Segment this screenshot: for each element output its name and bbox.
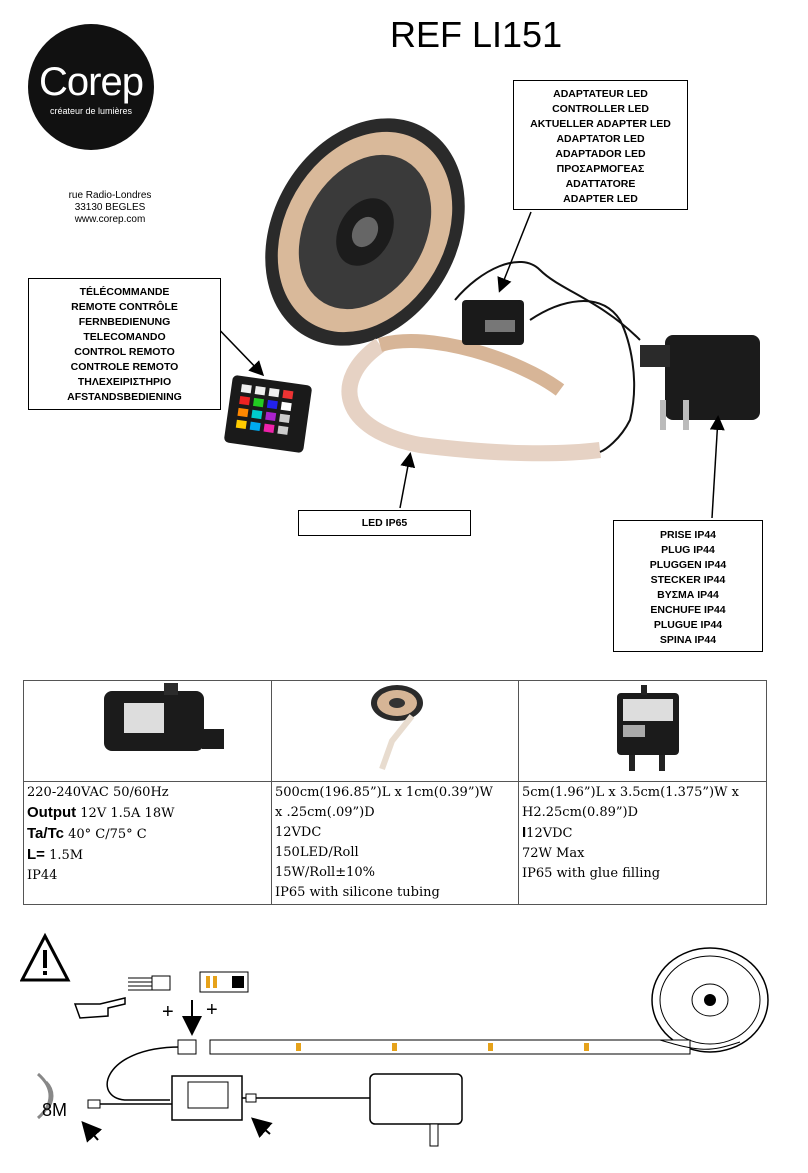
address-street: rue Radio-Londres — [68, 190, 152, 201]
ps-length: L= 1.5M — [27, 845, 268, 866]
ps-output-value: 12V 1.5A 18W — [76, 806, 175, 821]
led-label-box: LED IP65 — [298, 510, 471, 536]
adapter-arrow — [497, 211, 532, 293]
ir-receiver-icon — [87, 1099, 101, 1109]
remote-label-de: FERNBEDIENUNG — [78, 316, 171, 328]
plug-label-es: ENCHUFE IP44 — [650, 604, 726, 616]
plug-label-box: PRISE IP44 PLUG IP44 PLUGGEN IP44 STECKE… — [613, 520, 763, 652]
adapter-label-box: ADAPTATEUR LED CONTROLLER LED AKTUELLER … — [513, 80, 688, 210]
led-reel-image — [265, 118, 465, 346]
ctrl-voltage-value: 12VDC — [526, 826, 573, 841]
led-strip-image — [341, 338, 601, 462]
controller-diagram-icon — [171, 1075, 243, 1121]
remote-label-nl: AFSTANDSBEDIENING — [67, 391, 182, 403]
remote-label-es: CONTROL REMOTO — [74, 346, 175, 358]
ctrl-power: 72W Max — [522, 846, 585, 861]
ps-output: Output 12V 1.5A 18W — [27, 803, 268, 824]
distance-label: 8M — [42, 1100, 68, 1120]
remote-label-it: TELECOMANDO — [83, 331, 166, 343]
remote-label-pt: CONTROLE REMOTO — [70, 361, 179, 373]
warning-icon — [20, 932, 71, 982]
ps-tatc-label: Ta/Tc — [27, 825, 64, 842]
ps-tatc: Ta/Tc 40° C/75° C — [27, 824, 268, 845]
led-arrow — [399, 452, 416, 509]
strip-line-diagram — [209, 1039, 741, 1055]
remote-control-image — [224, 375, 312, 453]
plug-label-de: STECKER IP44 — [650, 574, 726, 586]
power-adapter-image — [640, 335, 760, 430]
plus-sign-2: + — [206, 999, 218, 1021]
strip-dim-1: 500cm(196.85”)L x 1cm(0.39”)W — [275, 785, 493, 800]
remote-label-en: REMOTE CONTRÔLE — [71, 301, 178, 313]
plug-label-fr: PRISE IP44 — [659, 529, 717, 541]
plug-label-en: PLUG IP44 — [661, 544, 715, 556]
connector-pins-icon — [128, 975, 171, 991]
controller-image-cell — [518, 680, 767, 782]
arrow-icon-1 — [81, 1120, 103, 1143]
adapter-diagram-icon — [310, 1073, 463, 1147]
page-title: REF LI151 — [390, 14, 563, 55]
remote-label-el: ΤΗΛΕΧΕΙΡΙΣΤΗΡΙΟ — [77, 376, 172, 388]
controller-box-image — [617, 685, 679, 771]
strip-image-cell — [271, 680, 519, 782]
power-supply-image-cell — [23, 680, 272, 782]
adapter-label-es: ADAPTADOR LED — [555, 148, 646, 160]
ps-length-value: 1.5M — [44, 848, 84, 863]
ps-tatc-value: 40° C/75° C — [63, 827, 147, 842]
adapter-label-it: ADATTATORE — [565, 178, 636, 190]
strip-end-icon — [199, 971, 249, 993]
specs-image-row — [23, 680, 767, 782]
ps-input: 220-240VAC 50/60Hz — [27, 785, 169, 800]
ctrl-voltage: I12VDC — [522, 823, 763, 844]
product-illustration — [207, 118, 760, 519]
adapter-label-en: CONTROLLER LED — [552, 103, 649, 115]
plug-label-nl: PLUGGEN IP44 — [649, 559, 727, 571]
plus-sign-1: + — [162, 1001, 174, 1023]
strip-voltage: 12VDC — [275, 825, 322, 840]
plug-label-el: ΒΥΣΜΑ IP44 — [657, 589, 719, 601]
ctrl-dim-2: H2.25cm(0.89”)D — [522, 805, 639, 820]
ctrl-dim-1: 5cm(1.96”)L x 3.5cm(1.375”)W x — [522, 785, 739, 800]
controller-image — [462, 300, 524, 345]
controller-specs: 5cm(1.96”)L x 3.5cm(1.375”)W x H2.25cm(0… — [518, 781, 767, 905]
plug-arrow — [709, 415, 725, 519]
strip-dim-2: x .25cm(.09”)D — [275, 805, 375, 820]
adapter-label-ro: ADAPTATOR LED — [556, 133, 645, 145]
strip-connector-icon — [177, 1039, 197, 1055]
specs-text-row: 220-240VAC 50/60Hz Output 12V 1.5A 18W T… — [23, 781, 767, 905]
remote-signal-icon — [36, 1072, 54, 1120]
strip-specs: 500cm(196.85”)L x 1cm(0.39”)W x .25cm(.0… — [271, 781, 519, 905]
logo-tagline: créateur de lumières — [49, 106, 133, 116]
strip-power: 15W/Roll±10% — [275, 865, 376, 880]
logo-brand: Corep — [39, 60, 144, 104]
power-supply-image — [104, 683, 224, 751]
ctrl-ip: IP65 with glue filling — [522, 866, 661, 881]
ps-length-label: L= — [27, 846, 45, 863]
address-website: www.corep.com — [74, 214, 146, 225]
plug-label-pt: PLUGUE IP44 — [653, 619, 723, 631]
corep-logo: Corep créateur de lumières — [28, 24, 154, 150]
ctrl-voltage-prefix: I — [522, 824, 527, 841]
strip-leds: 150LED/Roll — [275, 845, 359, 860]
ps-output-label: Output — [27, 804, 77, 821]
remote-label-box: TÉLÉCOMMANDE REMOTE CONTRÔLE FERNBEDIENU… — [28, 278, 221, 410]
strip-ip: IP65 with silicone tubing — [275, 885, 440, 900]
ps-ip: IP44 — [27, 868, 58, 883]
adapter-label-de: AKTUELLER ADAPTER LED — [530, 118, 671, 130]
remote-label-fr: TÉLÉCOMMANDE — [79, 286, 170, 298]
led-label: LED IP65 — [361, 517, 408, 529]
reel-diagram-icon — [651, 947, 769, 1053]
specs-table: 220-240VAC 50/60Hz Output 12V 1.5A 18W T… — [23, 680, 767, 905]
plug-label-it: SPINA IP44 — [659, 634, 717, 646]
arrow-icon-2 — [250, 1117, 273, 1139]
address-city: 33130 BEGLES — [74, 202, 146, 213]
strip-reel-image — [371, 685, 423, 771]
adapter-label-el: ΠΡΟΣΑΡΜΟΓΕΑΣ — [556, 163, 645, 175]
adapter-label-fr: ADAPTATEUR LED — [553, 88, 648, 100]
wiring-diagram: + + — [20, 932, 769, 1147]
company-address: rue Radio-Londres 33130 BEGLES www.corep… — [40, 190, 180, 226]
power-supply-specs: 220-240VAC 50/60Hz Output 12V 1.5A 18W T… — [23, 781, 272, 905]
adapter-label-nl: ADAPTER LED — [563, 193, 638, 205]
pointing-hand-icon — [73, 997, 126, 1019]
